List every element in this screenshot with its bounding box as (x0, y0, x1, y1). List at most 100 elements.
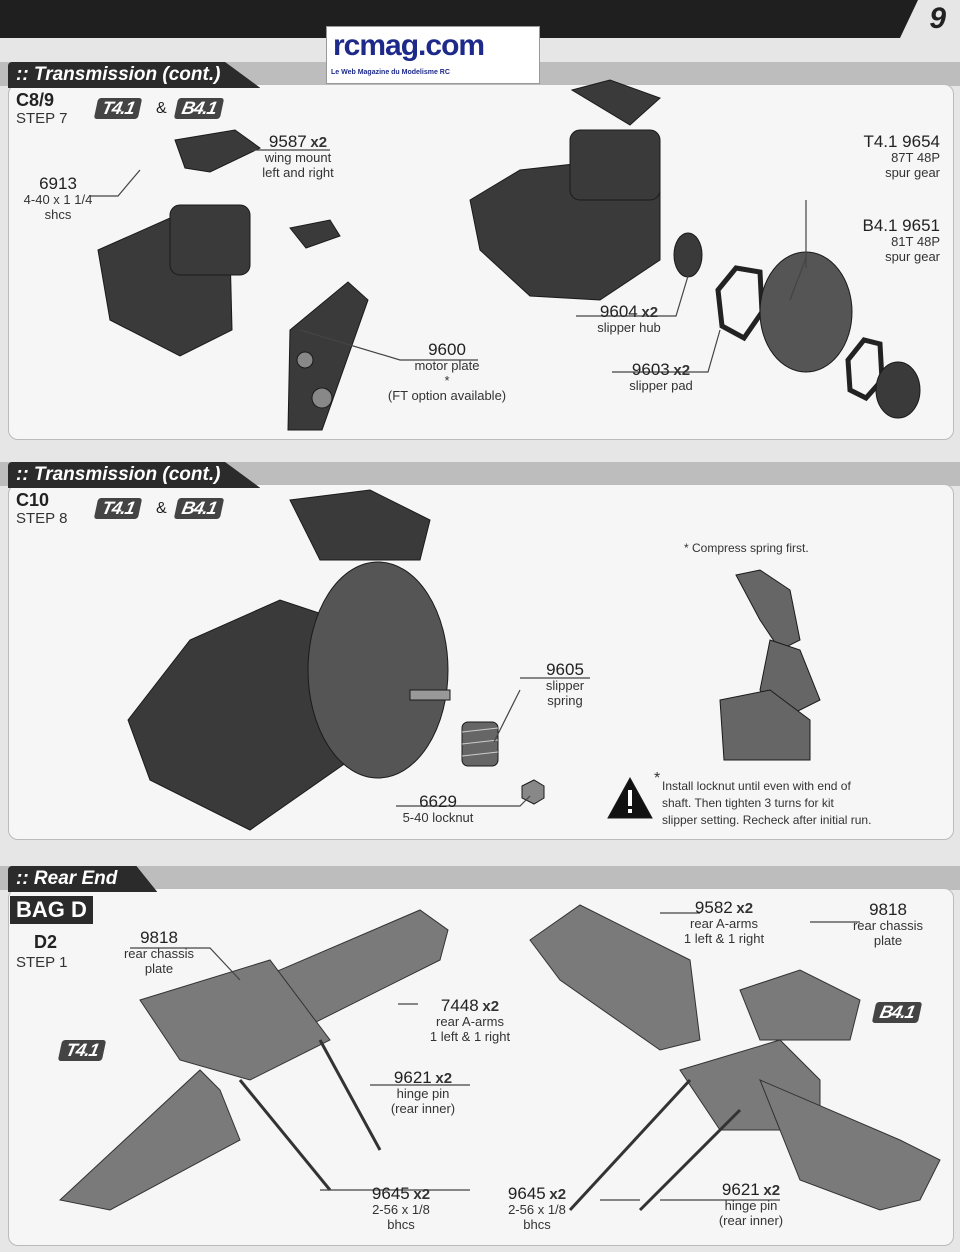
step-code: C8/9 (16, 90, 55, 110)
transmission-assembly-right (469, 79, 921, 419)
part-desc: (FT option available) (387, 388, 507, 403)
part-number: T4.1 9654 (863, 132, 940, 151)
part-number: 7448 (440, 996, 479, 1015)
ampersand: & (156, 500, 167, 517)
part-desc: rear chassis (123, 946, 195, 961)
part-desc: motor plate (414, 358, 480, 373)
part-number: 9600 (428, 340, 466, 359)
part-callout-9605: 9605 slipper spring (520, 660, 610, 708)
section-title: :: Transmission (cont.) (8, 62, 261, 88)
part-desc: * (444, 373, 450, 388)
locknut-note: Install locknut until even with end of s… (662, 778, 952, 829)
part-callout-9603: 9603 x2 slipper pad (606, 360, 716, 393)
part-desc: hinge pin (396, 1086, 450, 1101)
part-callout-9621-right: 9621 x2 hinge pin (rear inner) (696, 1180, 806, 1228)
part-callout-9645-left: 9645 x2 2-56 x 1/8 bhcs (346, 1184, 456, 1232)
step-label: STEP 7 (16, 110, 68, 127)
part-callout-9645-right: 9645 x2 2-56 x 1/8 bhcs (482, 1184, 592, 1232)
step-label: STEP 8 (16, 510, 68, 527)
part-callout-9600: 9600 motor plate * (FT option available) (372, 340, 522, 403)
part-qty: x2 (549, 1186, 567, 1203)
note-line: Install locknut until even with end of (662, 779, 851, 793)
part-desc: wing mount (264, 150, 332, 165)
part-desc: (rear inner) (718, 1213, 784, 1228)
part-number: 9645 (507, 1184, 546, 1203)
part-desc: bhcs (523, 1217, 551, 1232)
part-desc: rear chassis (852, 918, 924, 933)
part-number: 9621 (393, 1068, 432, 1087)
part-number: 9587 (268, 132, 307, 151)
part-qty: x2 (413, 1186, 431, 1203)
part-desc: 2-56 x 1/8 (508, 1202, 566, 1217)
part-qty: x2 (435, 1070, 453, 1087)
rear-arm-assembly-right (529, 904, 941, 1212)
part-callout-9604: 9604 x2 slipper hub (574, 302, 684, 335)
step-code: D2 (34, 932, 58, 952)
part-desc: spur gear (885, 165, 940, 180)
part-number: 9605 (546, 660, 584, 679)
part-callout-7448: 7448 x2 rear A-arms 1 left & 1 right (410, 996, 530, 1044)
bag-label: BAG D (10, 896, 93, 924)
transmission-assembly-left (97, 129, 369, 431)
part-number: 9604 (599, 302, 638, 321)
part-callout-9582: 9582 x2 rear A-arms 1 left & 1 right (664, 898, 784, 946)
part-qty: x2 (482, 998, 500, 1015)
part-number: 9621 (721, 1180, 760, 1199)
part-qty: x2 (310, 134, 328, 151)
part-number: 6629 (419, 792, 457, 811)
part-desc: spring (547, 693, 583, 708)
part-desc: hinge pin (724, 1198, 778, 1213)
leader-lines (90, 149, 860, 1201)
part-desc: 5-40 locknut (402, 810, 474, 825)
part-desc: rear A-arms (690, 916, 758, 931)
part-qty: x2 (641, 304, 659, 321)
part-number: B4.1 9651 (862, 216, 940, 235)
part-desc: 4-40 x 1 1/4 (23, 192, 93, 207)
compress-note: * Compress spring first. (684, 541, 809, 555)
part-callout-9651: B4.1 9651 81T 48P spur gear (800, 216, 940, 264)
part-desc: left and right (262, 165, 334, 180)
logo-tagline: Le Web Magazine du Modelisme RC (331, 69, 450, 76)
part-desc: shcs (44, 207, 72, 222)
part-number: 9603 (631, 360, 670, 379)
part-desc: slipper pad (629, 378, 693, 393)
note-line: shaft. Then tighten 3 turns for kit (662, 796, 834, 810)
warning-triangle-icon (607, 776, 653, 819)
part-desc: 81T 48P (891, 234, 940, 249)
step-code: C10 (16, 490, 50, 510)
part-callout-9818-left: 9818 rear chassis plate (104, 928, 214, 976)
part-desc: 2-56 x 1/8 (372, 1202, 430, 1217)
part-number: 9645 (371, 1184, 410, 1203)
ampersand: & (156, 100, 167, 117)
part-callout-9818-right: 9818 rear chassis plate (838, 900, 938, 948)
part-desc: rear A-arms (436, 1014, 504, 1029)
part-desc: plate (873, 933, 903, 948)
part-callout-9654: T4.1 9654 87T 48P spur gear (800, 132, 940, 180)
transmission-assembly-step8 (127, 489, 451, 831)
step-label: STEP 1 (16, 954, 68, 971)
part-desc: plate (144, 961, 174, 976)
part-callout-6629: 6629 5-40 locknut (388, 792, 488, 825)
part-desc: (rear inner) (390, 1101, 456, 1116)
pliers-icon (719, 569, 821, 761)
section-title: :: Rear End (8, 866, 158, 892)
page-number: 9 (929, 2, 946, 35)
section-band (0, 866, 960, 890)
rcmag-logo: rcmag.com Le Web Magazine du Modelisme R… (326, 26, 540, 84)
rear-arm-assembly-left (58, 909, 449, 1211)
part-desc: slipper hub (597, 320, 661, 335)
part-number: 6913 (39, 174, 77, 193)
part-callout-9587: 9587 x2 wing mount left and right (248, 132, 348, 180)
part-number: 9818 (869, 900, 907, 919)
locknut-note-star: * (654, 770, 661, 787)
part-qty: x2 (763, 1182, 781, 1199)
part-desc: 1 left & 1 right (683, 931, 765, 946)
part-desc: bhcs (387, 1217, 415, 1232)
part-number: 9818 (140, 928, 178, 947)
section-title: :: Transmission (cont.) (8, 462, 261, 488)
part-desc: 87T 48P (891, 150, 940, 165)
part-desc: slipper (545, 678, 585, 693)
part-desc: spur gear (885, 249, 940, 264)
part-number: 9582 (694, 898, 733, 917)
